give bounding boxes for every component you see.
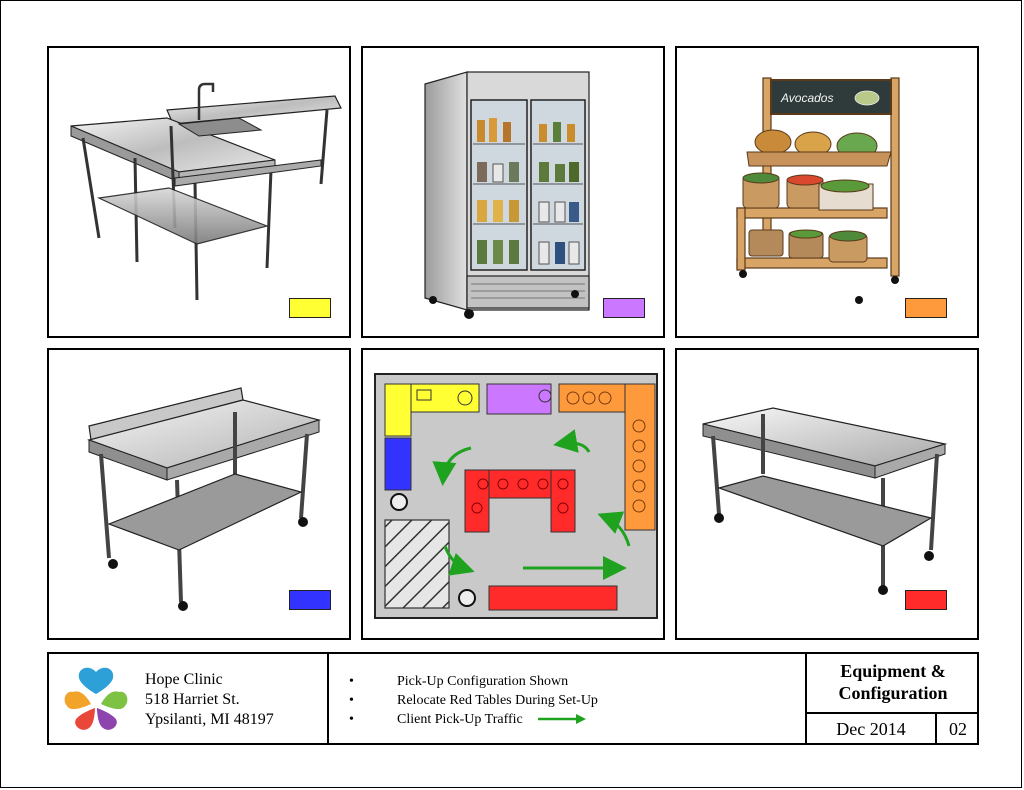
sheet-number: 02	[949, 719, 967, 739]
note-text: Relocate Red Tables During Set-Up	[397, 693, 598, 708]
sheet-title-line1: Equipment &	[840, 661, 946, 681]
produce-stand-illustration: Avocados	[736, 77, 900, 304]
clinic-name: Hope Clinic	[145, 671, 223, 688]
note-item: • Pick-Up Configuration Shown	[349, 672, 598, 691]
bullet: •	[349, 712, 354, 727]
sheet-title-line2: Configuration	[838, 683, 948, 703]
title-block-divider	[935, 712, 937, 743]
panel-sink-table	[47, 46, 351, 338]
note-text: Pick-Up Configuration Shown	[397, 674, 569, 689]
notes-list: • Pick-Up Configuration Shown • Relocate R…	[349, 672, 598, 729]
hope-clinic-logo	[64, 667, 128, 730]
color-key-swatch	[289, 298, 331, 318]
color-key-swatch	[905, 590, 947, 610]
clinic-city: Ypsilanti, MI 48197	[145, 711, 274, 728]
backsplash-table-illustration	[86, 387, 322, 611]
color-key-swatch	[289, 590, 331, 610]
panel-produce-stand: Avocados	[675, 46, 979, 338]
color-key-swatch	[603, 298, 645, 318]
panel-backsplash-table	[47, 348, 351, 640]
clinic-street: 518 Harriet St.	[145, 691, 240, 708]
title-block-divider	[327, 654, 329, 743]
sink-table-illustration	[70, 82, 342, 301]
note-item: • Relocate Red Tables During Set-Up	[349, 691, 598, 710]
sheet-date: Dec 2014	[836, 719, 906, 739]
refrigerator-illustration	[424, 71, 590, 319]
sheet-title: Equipment & Configuration	[807, 660, 979, 704]
panel-floor-plan	[361, 348, 665, 640]
traffic-arrow-icon	[538, 714, 587, 724]
bullet: •	[349, 674, 354, 689]
title-block-divider	[805, 654, 807, 743]
floor-plan-illustration	[374, 373, 658, 619]
color-key-swatch	[905, 298, 947, 318]
note-item: • Client Pick-Up Traffic	[349, 710, 598, 729]
title-block: Hope Clinic 518 Harriet St. Ypsilanti, M…	[47, 652, 979, 745]
panel-refrigerator	[361, 46, 665, 338]
title-block-divider	[805, 712, 977, 714]
panel-flat-table	[675, 348, 979, 640]
bullet: •	[349, 693, 354, 708]
clinic-address: Hope Clinic 518 Harriet St. Ypsilanti, M…	[145, 670, 274, 730]
flat-table-illustration	[702, 407, 948, 595]
note-text: Client Pick-Up Traffic	[397, 712, 523, 727]
produce-sign-text: Avocados	[780, 91, 833, 105]
